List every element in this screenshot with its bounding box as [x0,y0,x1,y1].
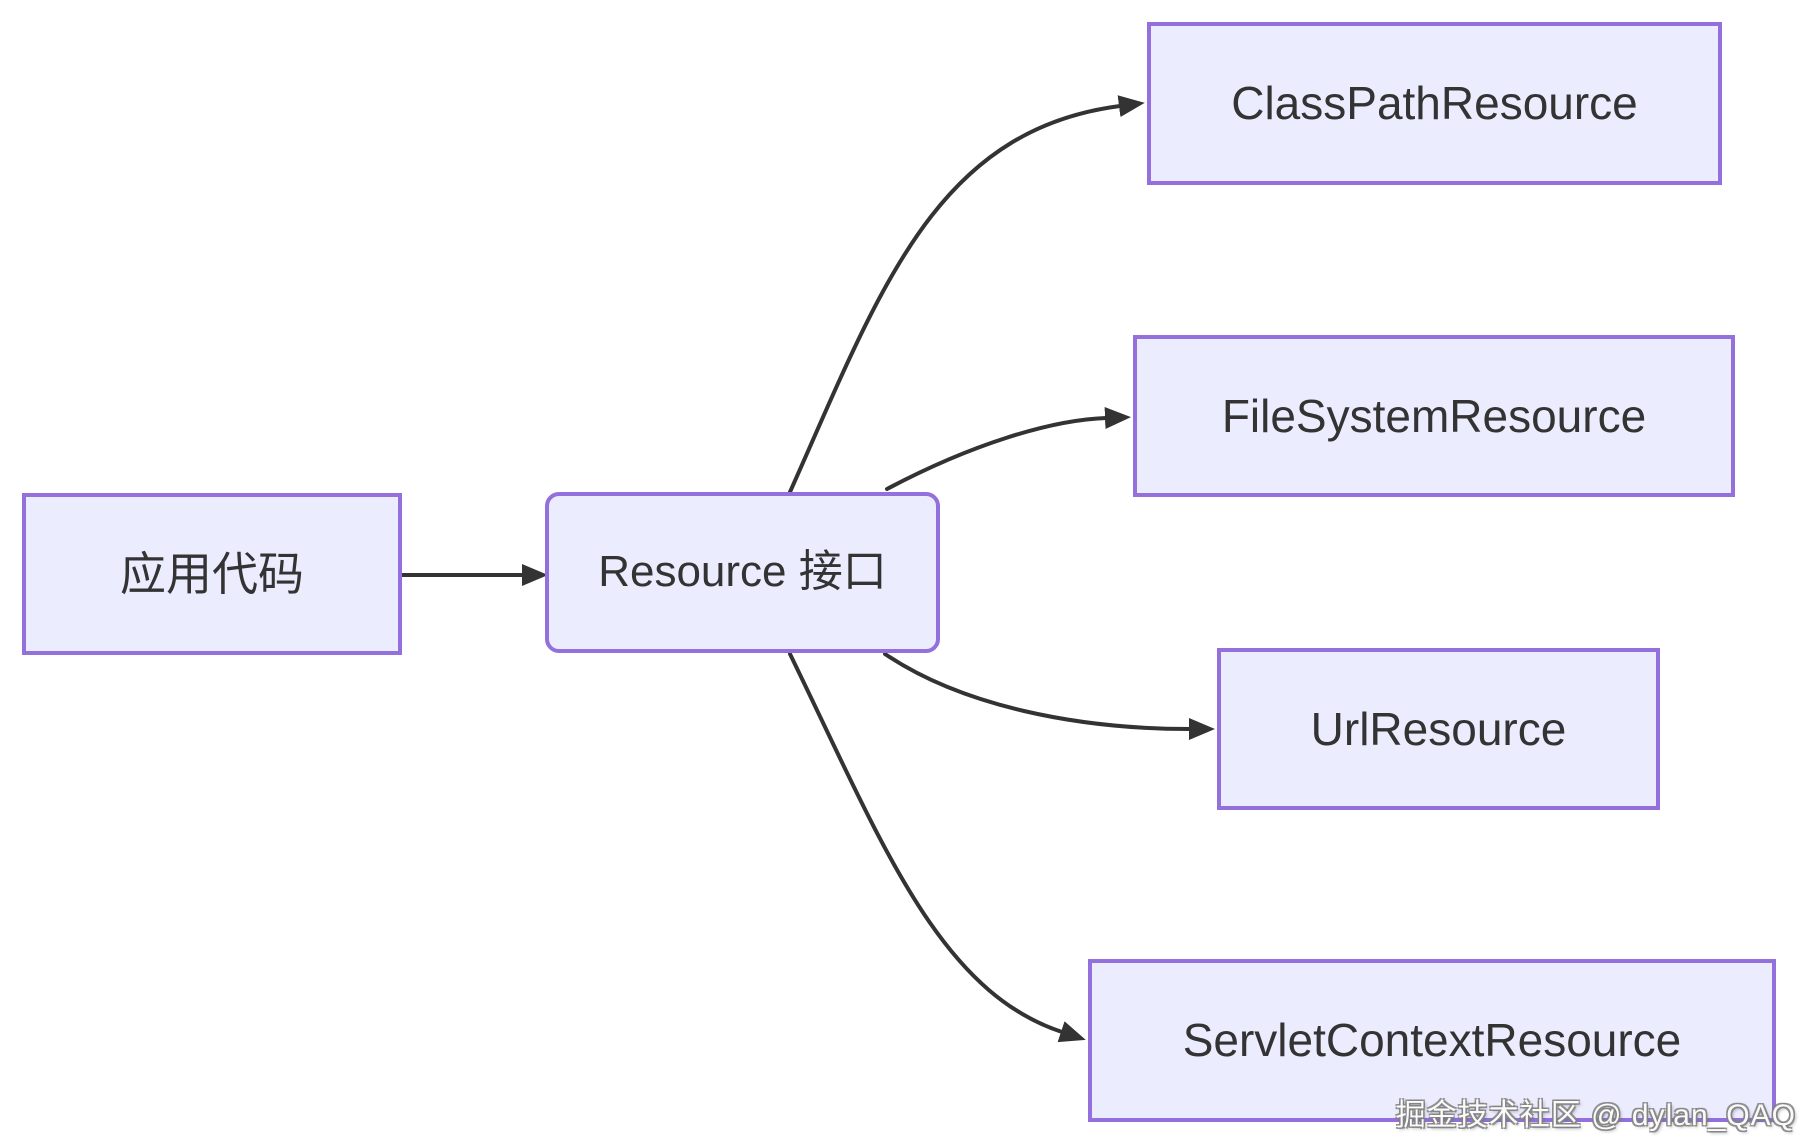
node-app-code-label: 应用代码 [120,547,304,600]
edge-resource-to-filesystem [885,407,1131,491]
node-resource-interface: Resource 接口 [545,492,940,653]
node-servletcontext-resource: ServletContextResource [1088,959,1776,1122]
watermark: 掘金技术社区 @ dylan_QAQ [1395,1099,1796,1132]
node-classpath-resource-label: ClassPathResource [1231,77,1638,130]
node-url-resource: UrlResource [1217,648,1660,810]
edge-resource-to-classpath [788,95,1145,494]
node-url-resource-label: UrlResource [1310,702,1567,755]
node-filesystem-resource-label: FileSystemResource [1221,389,1647,442]
node-app-code: 应用代码 [22,493,402,655]
node-filesystem-resource: FileSystemResource [1133,335,1735,497]
node-servletcontext-resource-label: ServletContextResource [1182,1014,1682,1067]
edge-resource-to-servlet [788,652,1086,1043]
edge-resource-to-url [883,652,1215,740]
node-resource-interface-label: Resource 接口 [598,547,887,597]
node-classpath-resource: ClassPathResource [1147,22,1722,185]
